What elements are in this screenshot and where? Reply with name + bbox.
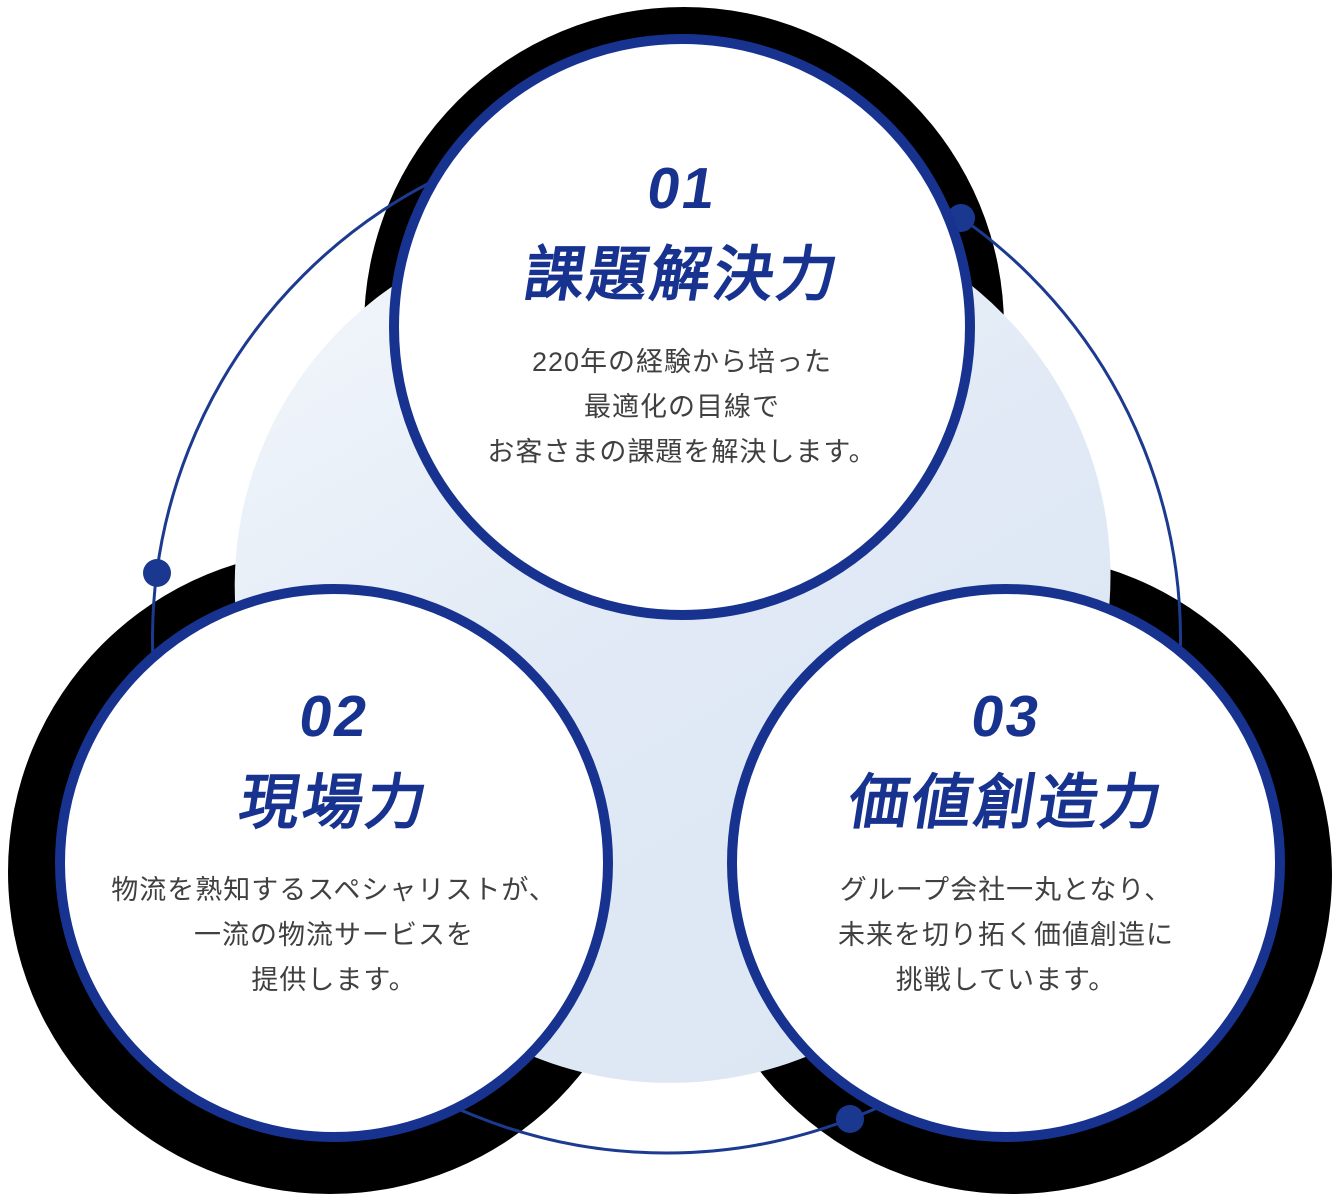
feature-circle-01: [389, 34, 975, 620]
feature-circle-02: [55, 584, 613, 1142]
connector-dot-left: [143, 559, 171, 587]
feature-circle-03: [727, 584, 1285, 1142]
connector-dot-bottom: [836, 1105, 864, 1133]
